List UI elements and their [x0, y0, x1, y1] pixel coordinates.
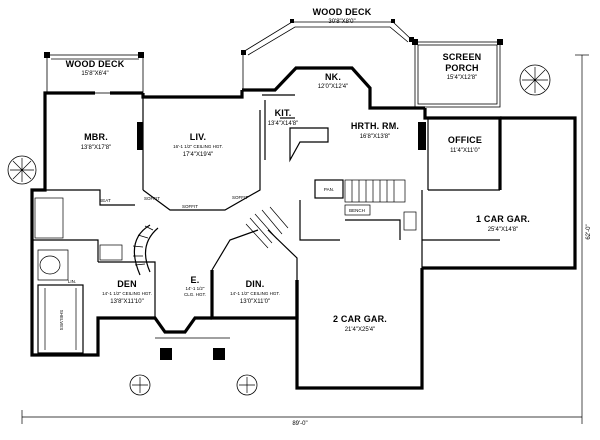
living-note: 16'-1 1/2" CEILING HGT.	[173, 144, 223, 149]
soffit-label-2: SOFFIT	[182, 204, 198, 209]
lin-label: LIN.	[68, 279, 76, 284]
screen-porch-label-1: SCREEN	[443, 52, 482, 62]
entry-note-2: CLG. HGT.	[184, 292, 206, 297]
dining-dim: 13'0"X11'0"	[240, 299, 270, 305]
garage-2-dim: 21'4"X25'4"	[345, 327, 376, 333]
garage-1-label: 1 CAR GAR.	[476, 214, 530, 224]
den-dim: 13'8"X11'10"	[110, 299, 143, 305]
office-dim: 11'4"X11'0"	[450, 148, 480, 154]
overall-depth-label: 62'-0"	[586, 224, 592, 239]
wood-deck-top-label: WOOD DECK	[313, 7, 372, 17]
seat-label: SEAT	[99, 198, 111, 203]
soffit-label-3: SOFFIT	[232, 195, 248, 200]
entry-label: E.	[191, 275, 200, 285]
entry-note-1: 14'-1 1/2"	[186, 286, 205, 291]
living-dim: 17'4"X19'4"	[183, 152, 214, 158]
interior-walls	[32, 94, 570, 385]
dining-label: DIN.	[246, 279, 265, 289]
soffit-label-1: SOFFIT	[144, 196, 160, 201]
hearth-label: HRTH. RM.	[351, 121, 399, 131]
kitchen-dim: 13'4"X14'8"	[268, 121, 299, 127]
den-label: DEN	[117, 279, 137, 289]
overall-width-label: 89'-0"	[292, 421, 307, 427]
front-columns	[155, 337, 230, 360]
exterior-walls	[30, 66, 577, 390]
small-labels: PAN. BENCH SEAT SOFFIT SOFFIT SOFFIT SHE…	[59, 187, 365, 330]
screen-porch	[412, 39, 503, 108]
wood-deck-left-label: WOOD DECK	[66, 59, 125, 69]
wood-deck-top-dim: 30'8"X8'0"	[328, 19, 355, 25]
shrub-icon-2	[236, 374, 258, 396]
office-label: OFFICE	[448, 135, 482, 145]
wood-deck-left-dim: 15'8"X6'4"	[81, 71, 108, 77]
shelves-label: SHELVES	[59, 310, 64, 330]
mbr-label: MBR.	[84, 132, 108, 142]
pantry-label: PAN.	[324, 187, 334, 192]
garage-1-dim: 25'4"X14'8"	[488, 227, 519, 233]
wood-deck-top	[241, 19, 414, 90]
bench-label: BENCH	[349, 208, 365, 213]
kitchen-label: KIT.	[275, 108, 292, 118]
room-labels: WOOD DECK 30'8"X8'0" WOOD DECK 15'8"X6'4…	[66, 7, 530, 333]
screen-porch-label-2: PORCH	[445, 63, 479, 73]
nook-dim: 12'0"X12'4"	[318, 84, 349, 90]
dining-note: 14'-1 1/2" CEILING HGT.	[230, 291, 280, 296]
shrub-icon-1	[129, 374, 151, 396]
living-label: LIV.	[190, 132, 206, 142]
tree-icon-right	[519, 64, 551, 96]
nook-label: NK.	[325, 72, 341, 82]
dimension-labels: 89'-0" 62'-0"	[292, 224, 592, 427]
mbr-dim: 13'8"X17'8"	[81, 145, 112, 151]
hearth-dim: 16'8"X13'8"	[360, 134, 391, 140]
screen-porch-dim: 15'4"X12'8"	[447, 75, 478, 81]
tree-icon-left	[7, 155, 37, 185]
garage-2-label: 2 CAR GAR.	[333, 314, 387, 324]
dimension-lines	[21, 54, 589, 424]
den-note: 14'-1 1/2" CEILING HGT.	[102, 291, 152, 296]
